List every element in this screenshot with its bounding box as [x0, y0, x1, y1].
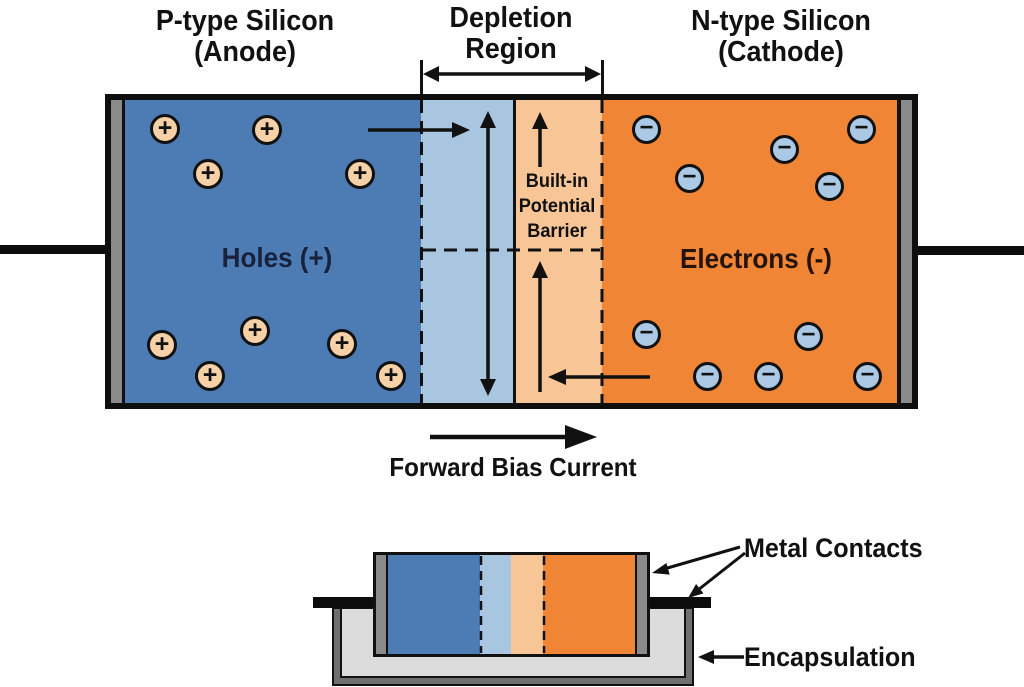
- minus-symbol: −: [700, 361, 715, 388]
- hole-carrier: +: [193, 159, 223, 189]
- depletion-title-line2: Region: [465, 33, 557, 65]
- anode-metal-contact: [111, 100, 125, 403]
- width-arrowhead-right-icon: [585, 66, 601, 82]
- metal-contacts-arrowhead-1-icon: [652, 563, 670, 575]
- plus-symbol: +: [334, 328, 350, 357]
- hole-carrier: +: [252, 115, 282, 145]
- plus-symbol: +: [383, 360, 399, 389]
- n-type-region: [602, 100, 897, 403]
- hole-carrier: +: [376, 361, 406, 391]
- mini-n-region: [543, 555, 635, 654]
- minus-symbol: −: [639, 114, 654, 141]
- depletion-region-title: Depletion Region: [418, 3, 604, 65]
- minus-symbol: −: [860, 361, 875, 388]
- barrier-label-line3: Barrier: [527, 220, 587, 242]
- built-in-potential-barrier-label: Built-in Potential Barrier: [514, 169, 600, 244]
- minus-symbol: −: [801, 321, 816, 348]
- encapsulation-label: Encapsulation: [744, 642, 916, 672]
- cathode-metal-contact: [897, 100, 912, 403]
- metal-contacts-label: Metal Contacts: [744, 533, 923, 563]
- n-type-title-line1: N-type Silicon: [691, 5, 871, 37]
- mini-depletion-n-side: [511, 555, 543, 654]
- mini-p-region: [388, 555, 480, 654]
- plus-symbol: +: [154, 329, 170, 358]
- minus-symbol: −: [682, 163, 697, 190]
- electron-carrier: −: [675, 164, 704, 193]
- packaged-diode-chip: [373, 552, 650, 657]
- electron-carrier: −: [815, 172, 844, 201]
- mini-anode-contact: [376, 555, 388, 654]
- minus-symbol: −: [822, 171, 837, 198]
- hole-carrier: +: [327, 329, 357, 359]
- hole-carrier: +: [240, 316, 270, 346]
- plus-symbol: +: [202, 360, 218, 389]
- electron-carrier: −: [794, 322, 823, 351]
- metal-contacts-pointer-1: [663, 545, 741, 571]
- minus-symbol: −: [777, 134, 792, 161]
- barrier-label-line2: Potential: [518, 195, 596, 217]
- electron-carrier: −: [632, 115, 661, 144]
- electron-carrier: −: [847, 115, 876, 144]
- depletion-region-n-side: [513, 100, 602, 403]
- depletion-region-p-side: [421, 100, 513, 403]
- anode-lead-wire: [0, 245, 107, 254]
- electron-carrier: −: [853, 362, 882, 391]
- p-type-title: P-type Silicon (Anode): [96, 6, 394, 68]
- hole-carrier: +: [150, 114, 180, 144]
- hole-carrier: +: [147, 330, 177, 360]
- plus-symbol: +: [259, 114, 275, 143]
- minus-symbol: −: [639, 319, 654, 346]
- encapsulation-arrowhead-icon: [698, 650, 714, 664]
- plus-symbol: +: [157, 113, 173, 142]
- barrier-label-line1: Built-in: [525, 170, 589, 192]
- diode-body: [105, 94, 918, 409]
- p-type-title-line1: P-type Silicon: [155, 5, 335, 37]
- n-type-title-line2: (Cathode): [718, 36, 844, 68]
- metal-contacts-pointer-2: [697, 551, 746, 592]
- cathode-lead-wire: [912, 246, 1024, 255]
- depletion-title-line1: Depletion: [449, 2, 573, 34]
- electron-carrier: −: [770, 135, 799, 164]
- forward-bias-arrowhead-icon: [565, 425, 597, 449]
- hole-carrier: +: [345, 159, 375, 189]
- electron-carrier: −: [693, 362, 722, 391]
- electrons-label: Electrons (-): [680, 243, 832, 274]
- minus-symbol: −: [761, 361, 776, 388]
- electron-carrier: −: [632, 320, 661, 349]
- plus-symbol: +: [352, 158, 368, 187]
- holes-label: Holes (+): [221, 242, 333, 273]
- minus-symbol: −: [854, 114, 869, 141]
- hole-carrier: +: [195, 361, 225, 391]
- n-type-title: N-type Silicon (Cathode): [632, 6, 930, 68]
- width-arrowhead-left-icon: [423, 66, 439, 82]
- mini-depletion-p-side: [480, 555, 511, 654]
- forward-bias-current-label: Forward Bias Current: [389, 452, 637, 482]
- plus-symbol: +: [200, 158, 216, 187]
- electron-carrier: −: [754, 362, 783, 391]
- mini-cathode-contact: [635, 555, 647, 654]
- p-type-title-line2: (Anode): [194, 36, 296, 68]
- metal-contacts-arrowhead-2-icon: [688, 584, 704, 598]
- plus-symbol: +: [247, 315, 263, 344]
